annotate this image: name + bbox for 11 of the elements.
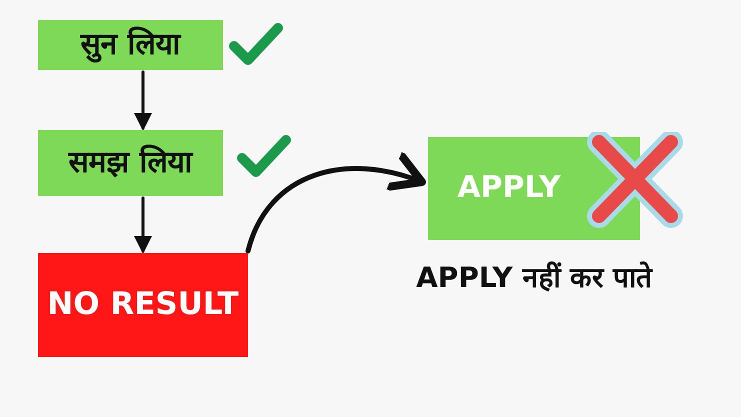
box-label: APPLY [457,171,561,206]
node-label: APPLY नहीं कर पाते [415,260,654,296]
process-box [38,253,248,357]
box-label: सुन लिया [80,28,181,62]
arrow [134,196,152,254]
arrow [246,152,426,254]
process-box [38,20,223,70]
box-label: समझ लिया [68,146,193,180]
arrow [134,70,152,131]
box-label: NO RESULT [47,287,239,323]
process-box [38,130,223,196]
